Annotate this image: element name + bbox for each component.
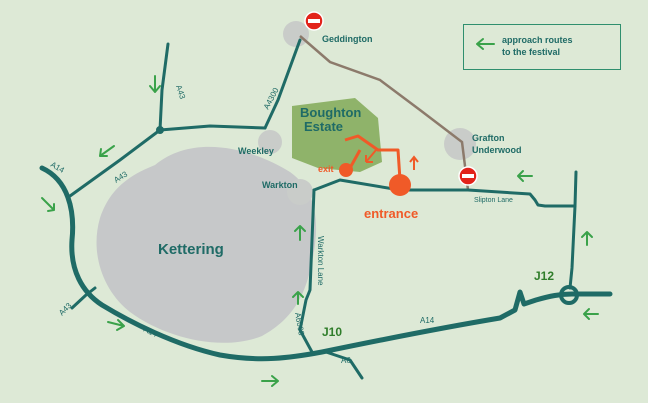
road-label-slipton-lane: Slipton Lane — [474, 197, 513, 204]
green-arrow-icon — [517, 170, 533, 182]
a14-road — [39, 165, 613, 362]
road-label-a43: A43 — [57, 301, 74, 318]
geddington-label: Geddington — [322, 34, 373, 44]
green-arrow-icon — [261, 375, 279, 387]
junction-label-j12: J12 — [534, 269, 554, 283]
a4300-road — [263, 38, 302, 130]
green-arrow-icon — [41, 197, 55, 212]
a43-north-road — [158, 42, 170, 132]
warkton-area — [287, 179, 313, 205]
grafton-area — [444, 128, 476, 160]
weekley-label: Weekley — [238, 146, 274, 156]
warkton-label: Warkton — [262, 180, 298, 190]
road-label-a6: A6 — [341, 356, 351, 365]
entrance-label: entrance — [364, 206, 418, 221]
exit-arrow-icon — [365, 149, 377, 163]
junction-label-j10: J10 — [322, 325, 342, 339]
green-arrow-icon — [583, 308, 599, 320]
kettering-label: Kettering — [158, 241, 224, 258]
entrance-arrow-icon — [409, 155, 419, 170]
a43-junction-dot — [156, 126, 164, 134]
green-arrow-icon — [292, 291, 304, 305]
a43-south-road — [70, 286, 97, 310]
boughton-estate-label-1: Boughton — [300, 105, 361, 120]
grafton-label-2: Underwood — [472, 145, 522, 155]
grafton-label-1: Grafton — [472, 133, 505, 143]
green-arrow-icon — [476, 38, 495, 50]
green-arrow-icon — [581, 231, 593, 246]
no-entry-icon — [458, 166, 478, 186]
warkton-east-road — [312, 178, 577, 208]
entrance-marker — [389, 174, 411, 196]
road-label-a14: A14 — [420, 316, 435, 325]
festival-route — [344, 134, 402, 181]
no-entry-icon — [304, 11, 324, 31]
legend-line-1: approach routes — [502, 35, 573, 45]
legend-line-2: to the festival — [502, 47, 561, 57]
road-label-a6003: A6003 — [293, 312, 306, 337]
green-arrow-icon — [99, 145, 115, 157]
green-arrow-icon — [294, 225, 306, 241]
j12-roundabout — [559, 285, 579, 305]
a6-road — [324, 350, 364, 380]
j12-link-road — [568, 170, 578, 290]
boughton-estate-label-2: Estate — [304, 119, 343, 134]
green-arrow-icon — [107, 319, 125, 331]
weekley-area — [258, 130, 282, 154]
map-legend: approach routes to the festival — [463, 24, 621, 70]
geddington-road — [299, 35, 470, 191]
road-label-a43: A43 — [174, 84, 187, 101]
geddington-area — [283, 21, 309, 47]
road-label-warkton-lane: Warkton Lane — [316, 236, 325, 286]
green-arrow-icon — [149, 75, 161, 93]
exit-label: exit — [318, 164, 334, 174]
warkton-lane-road — [298, 188, 316, 354]
exit-marker — [339, 163, 353, 177]
kettering-area — [96, 146, 317, 343]
